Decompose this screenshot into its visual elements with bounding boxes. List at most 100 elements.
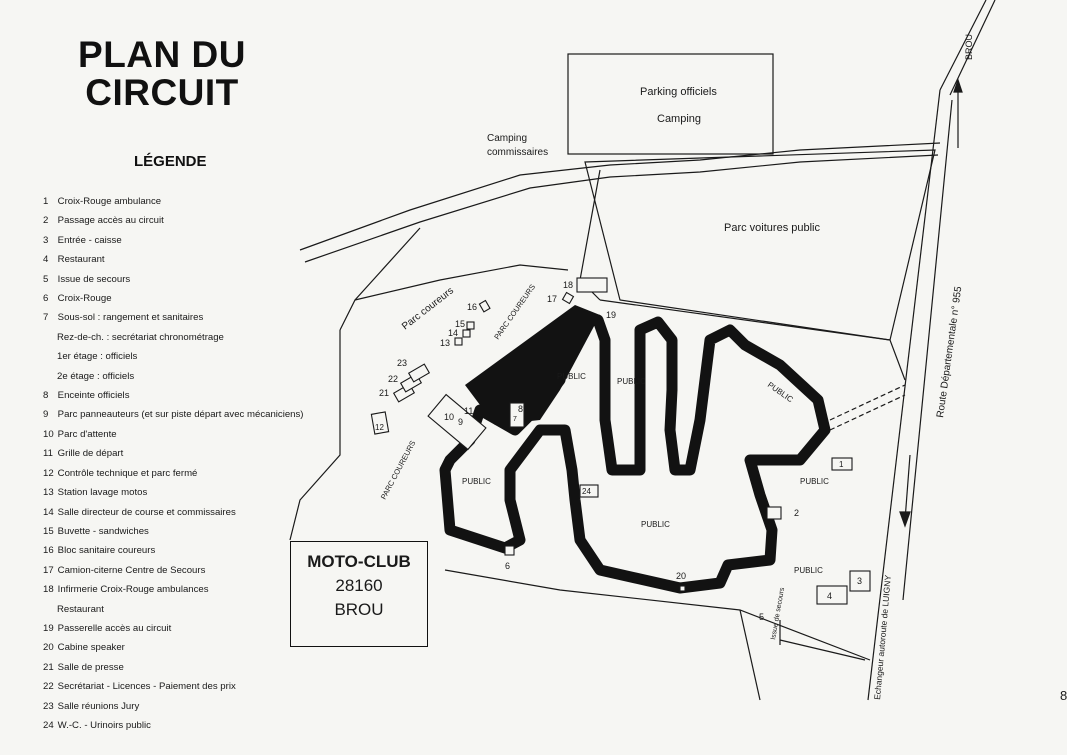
legend-item-number: 4: [43, 254, 49, 266]
page-title: PLAN DU CIRCUIT: [62, 36, 262, 112]
label-public: PUBLIC: [557, 372, 586, 381]
legend-heading: LÉGENDE: [134, 153, 207, 170]
enclosure-left: [289, 330, 341, 541]
legend-item: 4 Restaurant: [43, 250, 363, 269]
legend-item-text: Secrétariat - Licences - Paiement des pr…: [57, 681, 236, 693]
start-area: [465, 305, 600, 425]
marker-19: 19: [606, 310, 616, 320]
legend-item-text: Buvette - sandwiches: [57, 525, 149, 537]
building-15: [466, 321, 475, 330]
legend-item-text: Sous-sol : rangement et sanitaires: [57, 312, 204, 324]
legend-item: 13 Station lavage motos: [43, 483, 363, 502]
label-public: PUBLIC: [641, 520, 670, 529]
building-12: [370, 411, 390, 435]
legend-item: 24 W.-C. - Urinoirs public: [43, 716, 363, 735]
legend-item: 15 Buvette - sandwiches: [43, 522, 363, 541]
road-edge: [939, 0, 987, 91]
road-edge: [779, 639, 866, 661]
legend-item: 11 Grille de départ: [43, 444, 363, 463]
road-top: [299, 142, 941, 251]
legend-item: 9 Parc panneauteurs (et sur piste départ…: [43, 405, 363, 424]
label-public: PUBLIC: [794, 566, 823, 575]
building-10: [427, 393, 487, 451]
legend-item: 12 Contrôle technique et parc fermé: [43, 464, 363, 483]
legend-item-number: 1: [43, 196, 49, 207]
label-parc-coureurs-caps: PARC COUREURS: [492, 282, 537, 341]
legend-item-text: Parc panneauteurs (et sur piste départ a…: [57, 409, 304, 421]
building-20: [679, 585, 686, 592]
legend-item-number: 23: [43, 700, 54, 712]
legend-item: 23 Salle réunions Jury: [43, 697, 363, 716]
roads: [289, 0, 996, 701]
label-camping-commissaires-1: Camping: [487, 133, 527, 144]
road-bottom: [444, 569, 871, 661]
legend-item: 2 Passage accès au circuit: [43, 211, 363, 230]
legend-item-number: 10: [43, 428, 54, 440]
legend-item-number: 3: [43, 234, 49, 246]
parking-officiels-outline: [567, 53, 774, 155]
legend-item: 1 Croix-Rouge ambulance: [43, 192, 363, 211]
label-parc-voitures: Parc voitures public: [724, 222, 820, 234]
label-camping-commissaires-2: commissaires: [487, 147, 548, 158]
legend-item: 21 Salle de presse: [43, 658, 363, 677]
label-parking-officiels: Parking officiels: [640, 86, 717, 98]
club-town: BROU: [334, 600, 384, 619]
marker-24: 24: [582, 487, 591, 496]
legend-item-number: 9: [43, 409, 49, 421]
marker-11: 11: [464, 406, 473, 416]
marker-22: 22: [388, 374, 398, 384]
legend-item: 17 Camion-citerne Centre de Secours: [43, 561, 363, 580]
legend-item-text: Camion-citerne Centre de Secours: [57, 564, 206, 576]
legend-item: 19 Passerelle accès au circuit: [43, 619, 363, 638]
legend-item-text: W.-C. - Urinoirs public: [57, 719, 151, 731]
legend-item-number: 16: [43, 545, 54, 557]
legend-item-text: Rez-de-ch. : secrétariat chronométrage: [57, 331, 224, 343]
legend-item-text: Cabine speaker: [57, 642, 125, 654]
legend-item-text: Bloc sanitaire coureurs: [57, 545, 156, 557]
marker-2: 2: [794, 508, 799, 518]
legend-item-text: 2e étage : officiels: [57, 370, 135, 382]
road-edge: [949, 0, 996, 96]
building-14: [462, 329, 471, 338]
parc-voitures-outline: [584, 149, 936, 341]
building-13: [454, 337, 463, 346]
club-postcode: 28160: [335, 576, 383, 595]
passage-dashed: [829, 384, 906, 421]
road-edge: [902, 99, 953, 601]
label-public: PUBLIC: [462, 477, 491, 486]
legend-item: Restaurant: [43, 600, 363, 619]
legend-item: 14 Salle directeur de course et commissa…: [43, 503, 363, 522]
map-markers: 1 2 3 4 5 6 7 8 9 10 11 12 13 14 15 16 1…: [375, 280, 862, 622]
legend-item-number: 19: [43, 622, 54, 634]
building-3: [849, 570, 871, 592]
club-name: MOTO-CLUB: [307, 552, 411, 571]
passage-dashed: [829, 394, 906, 431]
legend-item-number: 22: [43, 681, 54, 693]
legend-item-number: 20: [43, 642, 54, 654]
direction-arrows: [899, 78, 963, 528]
building-7: [509, 402, 525, 428]
legend-item-number: 17: [43, 564, 54, 576]
enclosure-right: [599, 299, 906, 381]
marker-12: 12: [375, 423, 384, 432]
building-18: [576, 277, 608, 293]
legend-item: 16 Bloc sanitaire coureurs: [43, 541, 363, 560]
legend-item-number: 11: [43, 448, 53, 460]
title-line-2: CIRCUIT: [85, 72, 239, 113]
legend-item: 8 Enceinte officiels: [43, 386, 363, 405]
legend-item-text: Contrôle technique et parc fermé: [57, 467, 198, 479]
legend-item-number: 15: [43, 525, 54, 537]
moto-club-box: MOTO-CLUB 28160 BROU: [290, 541, 428, 647]
legend-item: 7 Sous-sol : rangement et sanitaires: [43, 308, 363, 327]
building-2: [766, 506, 782, 520]
road-left: [339, 227, 421, 331]
legend-item: 10 Parc d'attente: [43, 425, 363, 444]
legend-item-number: 5: [43, 273, 49, 285]
legend-item-number: 2: [43, 215, 49, 227]
marker-18: 18: [563, 280, 573, 290]
legend-item-text: Restaurant: [57, 603, 104, 615]
title-line-1: PLAN DU: [78, 34, 246, 75]
legend-item-number: 21: [43, 661, 54, 673]
marker-9: 9: [458, 417, 463, 427]
